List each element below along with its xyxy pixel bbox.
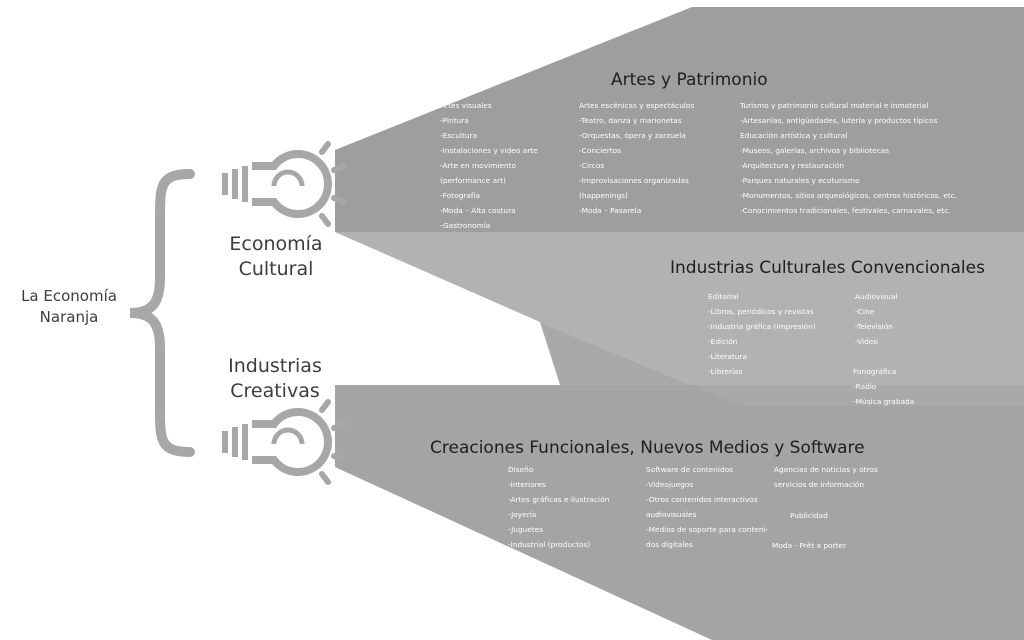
list-item: -Otros contenidos interactivos <box>646 495 758 504</box>
branch-label-line: Industrias <box>228 355 322 377</box>
section-column: Turismo y patrimonio cultural material e… <box>740 98 957 218</box>
list-item: -Libros, periódicos y revistas <box>708 307 814 316</box>
brace-shape <box>129 169 195 457</box>
list-item: Artes escénicas y espectáculos <box>579 101 695 110</box>
list-item: -Parques naturales y ecoturismo <box>740 176 860 185</box>
root-label-line: La Economía <box>21 287 117 305</box>
list-item: -Museos, galerías, archivos y biblioteca… <box>740 146 890 155</box>
list-item: Publicidad <box>790 511 828 520</box>
list-item: servicios de información <box>774 480 865 489</box>
list-item: Moda - Prêt a porter <box>772 541 847 550</box>
section-column: Audiovisual -Cine -Televisión -Video <box>855 289 898 349</box>
list-item: -Interiores <box>508 480 546 489</box>
list-item: -Medios de soporte para conteni- <box>646 525 769 534</box>
list-item: -Videojuegos <box>646 480 694 489</box>
list-item: (performance art) <box>440 176 506 185</box>
section-column: Publicidad <box>790 508 828 523</box>
list-item: audiovisuales <box>646 510 697 519</box>
lightbulb-icon <box>222 399 347 485</box>
branch-label-line: Cultural <box>238 258 314 280</box>
beam-economia-cultural <box>335 7 1024 232</box>
section-column: Fonográfica -Radio -Música grabada <box>853 364 914 409</box>
list-item: Artes visuales <box>440 101 492 110</box>
list-item: -Conocimientos tradicionales, festivales… <box>740 206 951 215</box>
list-item: (happenings) <box>579 191 628 200</box>
list-item: -Artesanías, antigüedades, lutería y pro… <box>740 116 938 125</box>
list-item: Audiovisual <box>855 292 898 301</box>
list-item: Diseño <box>508 465 534 474</box>
list-item: -Moda – Alta costura <box>440 206 516 215</box>
list-item: -Juguetes <box>508 525 544 534</box>
section-title-artes-patrimonio: Artes y Patrimonio <box>611 70 768 90</box>
lightbulb-icon <box>222 141 347 227</box>
section-column: Software de contenidos -Videojuegos -Otr… <box>646 462 768 552</box>
branch-label-economia-cultural: Economía Cultural <box>212 232 340 282</box>
list-item: -Moda – Pasarela <box>579 206 642 215</box>
list-item: Fonográfica <box>853 367 897 376</box>
branch-label-line: Creativas <box>230 380 320 402</box>
list-item: -Instalaciones y video arte <box>440 146 538 155</box>
list-item: -Radio <box>853 382 877 391</box>
section-title-industrias-culturales: Industrias Culturales Convencionales <box>670 258 985 278</box>
list-item: -Música grabada <box>853 397 915 406</box>
list-item: -Monumentos, sitios arqueológicos, centr… <box>740 191 958 200</box>
list-item: -Cine <box>855 307 875 316</box>
list-item: -Joyería <box>508 510 537 519</box>
list-item: Software de contenidos <box>646 465 734 474</box>
list-item: Educación artística y cultural <box>740 131 848 140</box>
list-item: -Improvisaciones organizadas <box>579 176 689 185</box>
list-item: dos digitales <box>646 540 693 549</box>
root-label: La Economía Naranja <box>8 286 130 328</box>
section-column: Moda - Prêt a porter <box>772 538 846 553</box>
section-column: Artes visuales -Pintura -Escultura -Inst… <box>440 98 538 233</box>
list-item: Editorial <box>708 292 739 301</box>
list-item: -Televisión <box>855 322 893 331</box>
list-item: -Arquitectura y restauración <box>740 161 844 170</box>
section-column: Artes escénicas y espectáculos -Teatro, … <box>579 98 694 218</box>
list-item: -Teatro, danza y marionetas <box>579 116 682 125</box>
root-label-line: Naranja <box>39 308 99 326</box>
list-item: -Librerías <box>708 367 743 376</box>
section-title-creaciones-funcionales: Creaciones Funcionales, Nuevos Medios y … <box>430 438 865 458</box>
list-item: -Fotografía <box>440 191 481 200</box>
list-item: -Orquestas, ópera y zarzuela <box>579 131 686 140</box>
list-item: Agencias de noticias y otros <box>774 465 878 474</box>
list-item: -Literatura <box>708 352 747 361</box>
section-column: Agencias de noticias y otros servicios d… <box>774 462 878 492</box>
list-item: -Edición <box>708 337 738 346</box>
beam-industrias-creativas <box>335 385 1024 640</box>
list-item: -Pintura <box>440 116 469 125</box>
list-item: -Circos <box>579 161 605 170</box>
list-item: Turismo y patrimonio cultural material e… <box>740 101 929 110</box>
list-item: -Industrial (productos) <box>508 540 591 549</box>
list-item: -Conciertos <box>579 146 622 155</box>
list-item: -Artes gráficas e ilustración <box>508 495 610 504</box>
list-item: -Video <box>855 337 878 346</box>
list-item: -Arte en movimiento <box>440 161 517 170</box>
list-item: -Gastronomía <box>440 221 491 230</box>
branch-label-industrias-creativas: Industrias Creativas <box>208 354 342 404</box>
beam-overlap <box>540 322 1024 406</box>
list-item: -Industria gráfica (impresión) <box>708 322 816 331</box>
section-column: Diseño -Interiores -Artes gráficas e ilu… <box>508 462 609 552</box>
beam-industrias-culturales <box>335 232 1024 406</box>
list-item: -Escultura <box>440 131 478 140</box>
section-column: Editorial -Libros, periódicos y revistas… <box>708 289 816 379</box>
branch-label-line: Economía <box>229 233 323 255</box>
